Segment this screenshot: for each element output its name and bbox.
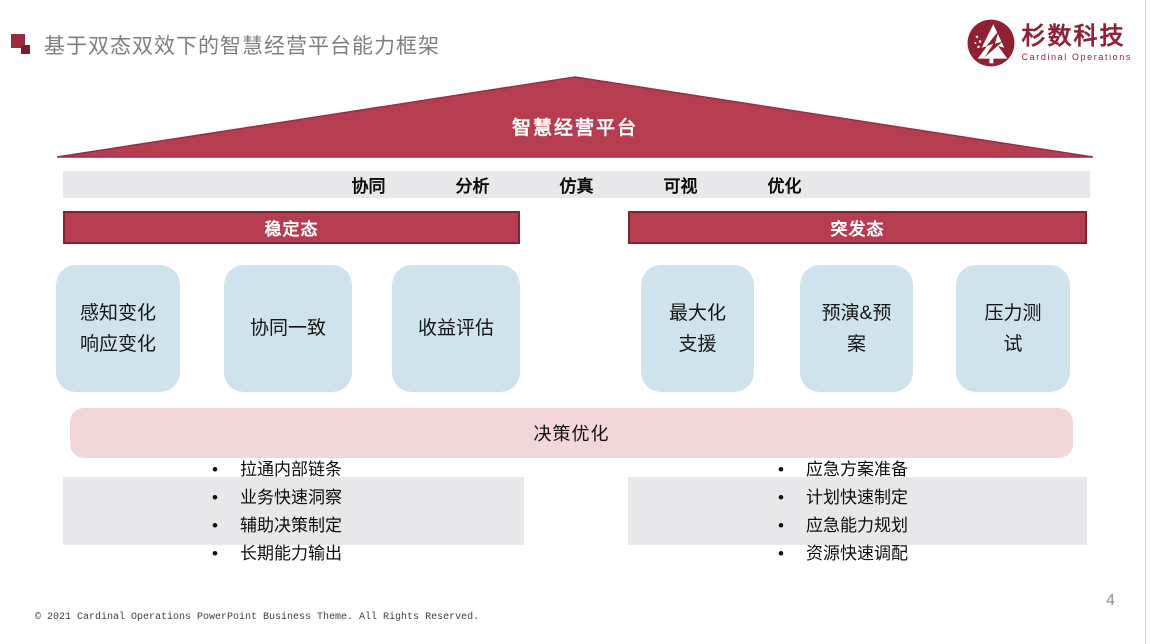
copyright-text: © 2021 Cardinal Operations PowerPoint Bu… xyxy=(35,612,480,623)
stable-box-benefit-evaluation: 收益评估 xyxy=(392,265,520,392)
capability-optimization: 优化 xyxy=(767,177,802,196)
burst-box-rehearsal-plan: 预演&预 案 xyxy=(800,265,913,392)
list-item: 业务快速洞察 xyxy=(212,484,342,512)
stable-box-sense-respond: 感知变化 响应变化 xyxy=(56,265,180,392)
list-item: 应急能力规划 xyxy=(778,512,908,540)
burst-points-list: 应急方案准备 计划快速制定 应急能力规划 资源快速调配 xyxy=(778,456,908,568)
burst-mode-bar: 突发态 xyxy=(628,211,1087,244)
capability-collaboration: 协同 xyxy=(351,177,386,196)
logo-subtitle: Cardinal Operations xyxy=(1021,52,1132,62)
slide-header: 基于双态双效下的智慧经营平台能力框架 xyxy=(10,30,440,60)
list-item: 拉通内部链条 xyxy=(212,456,342,484)
page-number: 4 xyxy=(1106,592,1115,609)
burst-box-stress-test: 压力测 试 xyxy=(956,265,1070,392)
list-item: 辅助决策制定 xyxy=(212,512,342,540)
list-item: 资源快速调配 xyxy=(778,540,908,568)
list-item: 计划快速制定 xyxy=(778,484,908,512)
stable-points-list: 拉通内部链条 业务快速洞察 辅助决策制定 长期能力输出 xyxy=(212,456,342,568)
burst-box-max-support: 最大化 支援 xyxy=(641,265,754,392)
platform-roof-label: 智慧经营平台 xyxy=(511,118,638,139)
slide-right-edge-divider xyxy=(1145,0,1146,644)
capability-analysis: 分析 xyxy=(455,177,490,196)
capability-visualization: 可视 xyxy=(663,177,698,196)
list-item: 应急方案准备 xyxy=(778,456,908,484)
title-bullet-icon xyxy=(10,32,36,58)
page-title: 基于双态双效下的智慧经营平台能力框架 xyxy=(44,35,440,58)
decision-optimization-bar: 决策优化 xyxy=(70,408,1073,458)
cardinal-operations-logo: 杉数科技 Cardinal Operations xyxy=(966,18,1132,68)
capability-simulation: 仿真 xyxy=(559,177,594,196)
capability-bar: 协同 分析 仿真 可视 优化 xyxy=(63,171,1090,198)
stable-box-alignment: 协同一致 xyxy=(224,265,352,392)
fir-tree-logo-icon xyxy=(967,19,1014,67)
platform-roof-shape xyxy=(56,76,1094,158)
logo-name: 杉数科技 xyxy=(1021,23,1126,50)
stable-mode-bar: 稳定态 xyxy=(63,211,520,244)
list-item: 长期能力输出 xyxy=(212,540,342,568)
